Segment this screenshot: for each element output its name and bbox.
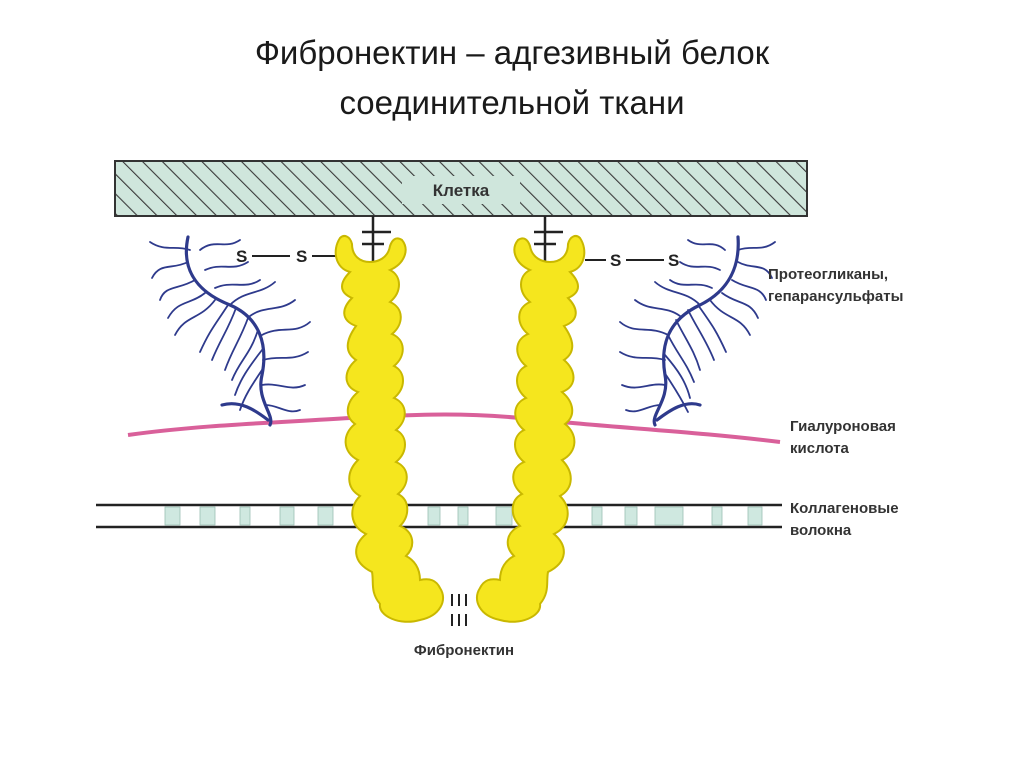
fibronectin-chain-right <box>475 235 586 623</box>
cell-membrane: Клетка <box>114 160 808 217</box>
proteoglycans-label-line-1: Протеогликаны, <box>768 266 888 283</box>
hyaluronic-label-line-2: кислота <box>790 440 850 457</box>
disulfide-bond-right: S S <box>585 251 679 270</box>
collagen-fibers <box>96 503 782 529</box>
proteoglycan-right <box>619 235 776 427</box>
fibronectin-chain-left <box>334 235 445 623</box>
receptor-anchors <box>362 216 563 262</box>
hyaluronic-label-line-1: Гиалуроновая <box>790 418 896 435</box>
proteoglycan-left <box>149 235 311 427</box>
collagen-label-line-1: Коллагеновые <box>790 500 899 517</box>
proteoglycans-label-line-2: гепарансульфаты <box>768 288 903 305</box>
title-line-2: соединительной ткани <box>339 84 685 121</box>
cell-label: Клетка <box>433 181 490 200</box>
title-line-1: Фибронектин – адгезивный белок <box>254 34 770 71</box>
collagen-label-line-2: волокна <box>790 522 852 539</box>
svg-text:S: S <box>236 247 247 266</box>
svg-text:S: S <box>296 247 307 266</box>
svg-text:S: S <box>610 251 621 270</box>
dimer-link <box>451 594 467 626</box>
fibronectin-label: Фибронектин <box>414 642 514 659</box>
svg-text:S: S <box>668 251 679 270</box>
hyaluronic-acid-strand <box>127 412 781 444</box>
slide-title: Фибронектин – адгезивный белок соедините… <box>0 28 1024 128</box>
disulfide-bond-left: S S <box>236 247 336 266</box>
